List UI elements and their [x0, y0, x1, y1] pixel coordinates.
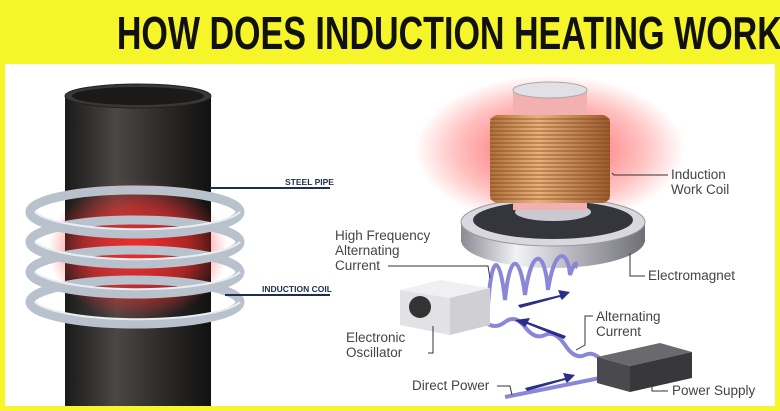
power-supply: [597, 343, 692, 392]
induction-coil-label: INDUCTION COIL: [262, 284, 332, 294]
hf-wire: [486, 254, 579, 306]
dc-wire: [504, 376, 601, 399]
power-supply-label: Power Supply: [672, 383, 756, 398]
induction-illustration: [25, 75, 692, 406]
electromagnet: [460, 197, 646, 268]
leader-lines: [388, 172, 668, 396]
direct-power-label: Direct Power: [412, 378, 490, 393]
steel-pipe-label: STEEL PIPE: [285, 177, 334, 187]
page-title: HOW DOES INDUCTION HEATING WORK: [116, 7, 780, 59]
electronic-oscillator: [400, 280, 490, 335]
current-arrows: [515, 290, 575, 391]
work-coil: [490, 81, 610, 210]
steel-pipe: [48, 83, 228, 406]
electromagnet-label: Electromagnet: [648, 268, 736, 283]
